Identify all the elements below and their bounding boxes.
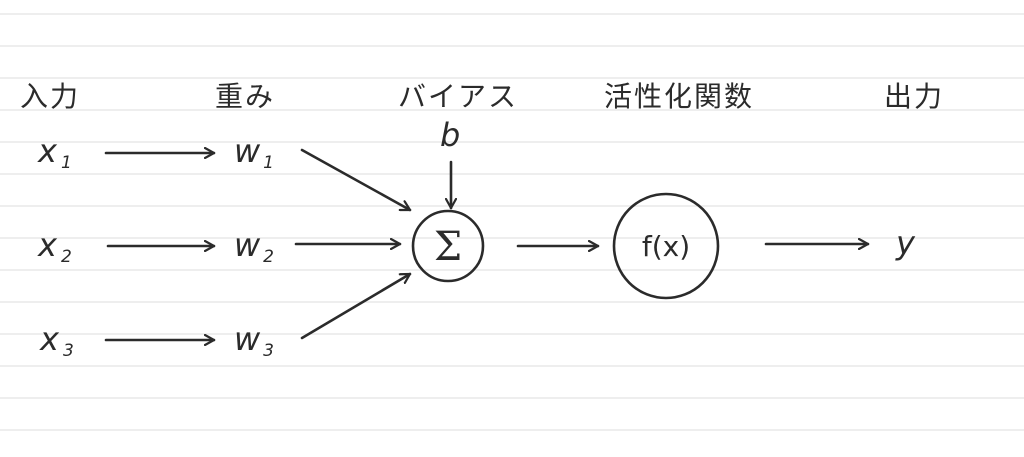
summation-node (411, 209, 485, 283)
header-activation: 活性化関数 (604, 80, 754, 113)
weight-w1-subscript: 1 (263, 153, 274, 173)
activation-function-label: f(x) (642, 230, 690, 263)
output-y: y (895, 224, 916, 262)
input-x2-subscript: 2 (61, 247, 72, 267)
header-input: 入力 (20, 80, 80, 113)
input-x1-subscript: 1 (61, 153, 72, 173)
arrow-w3-to-sum (300, 272, 412, 340)
input-x3-subscript: 3 (63, 341, 74, 361)
sigma-symbol: Σ (434, 224, 462, 270)
header-bias: バイアス (398, 80, 518, 113)
weight-w3-subscript: 3 (263, 341, 274, 361)
header-output: 出力 (884, 80, 944, 113)
weight-w2-subscript: 2 (263, 247, 274, 267)
activation-node (612, 192, 720, 300)
ruled-lines (0, 13, 1024, 431)
arrow-w1-to-sum (300, 148, 412, 212)
header-weight: 重み (215, 80, 275, 113)
bias-b: b (440, 116, 460, 154)
